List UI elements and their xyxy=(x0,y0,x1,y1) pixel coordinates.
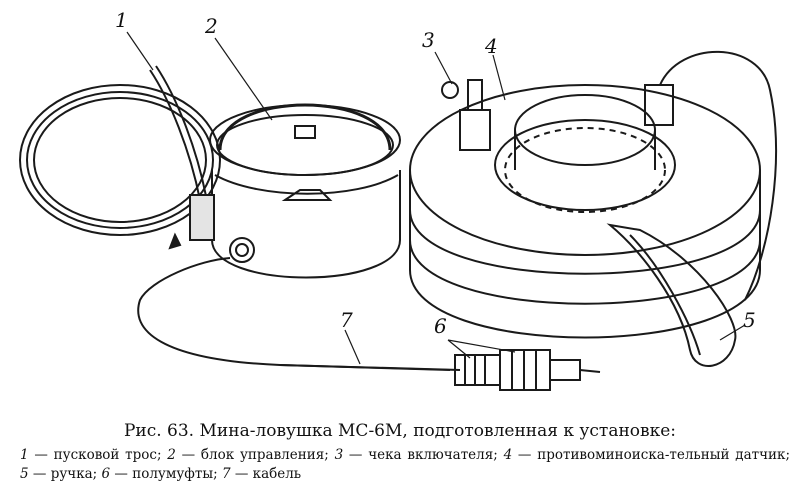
control-unit xyxy=(137,103,461,371)
callout-7: 7 xyxy=(340,308,353,332)
legend-item: 6 — полумуфты; xyxy=(101,466,218,482)
figure-caption-title: Рис. 63. Мина-ловушка МС-6М, подготовлен… xyxy=(0,420,800,442)
launch-cable-coil xyxy=(19,65,221,250)
handle-strap xyxy=(606,223,737,367)
legend-item: 5 — ручка; xyxy=(20,466,98,482)
figure-label: Рис. 63. xyxy=(123,421,195,441)
mine-body xyxy=(409,50,777,339)
legend-item: 4 — противоминоиска-тельный датчик; xyxy=(503,447,791,463)
cable-couplings xyxy=(279,349,601,391)
callout-6: 6 xyxy=(434,314,447,338)
legend-item: 2 — блок управления; xyxy=(167,447,329,463)
legend-item: 3 — чека включателя; xyxy=(334,447,498,463)
mine-illustration: 1 2 3 4 5 6 7 xyxy=(19,8,777,391)
legend-item: 7 — кабель xyxy=(221,466,302,482)
figure-legend: 1 — пусковой трос; 2 — блок управления; … xyxy=(20,446,790,484)
callout-5: 5 xyxy=(743,308,756,332)
callout-leaders xyxy=(126,31,746,365)
callout-4: 4 xyxy=(485,34,498,58)
figure-title: Мина-ловушка МС-6М, подготовленная к уст… xyxy=(199,421,677,441)
callout-3: 3 xyxy=(422,28,435,52)
callout-1: 1 xyxy=(115,8,128,32)
callout-2: 2 xyxy=(205,14,218,38)
legend-item: 1 — пусковой трос; xyxy=(20,447,162,463)
